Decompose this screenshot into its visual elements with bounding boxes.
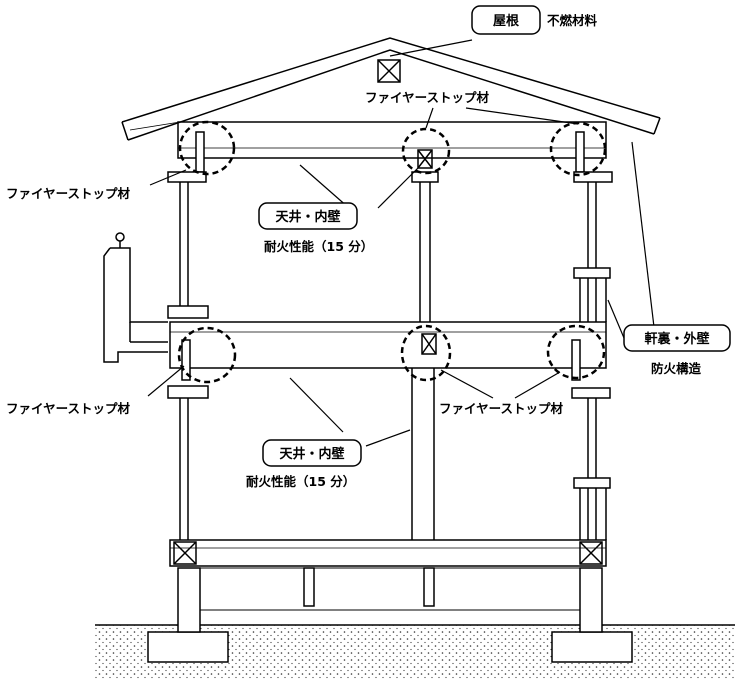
fireproof-structure-label: 防火構造	[651, 361, 702, 376]
fire-performance-label-lower: 耐火性能（15 分）	[246, 474, 355, 489]
eaves-wall-box: 軒裏・外壁	[623, 324, 731, 352]
roof-label-box: 屋根	[471, 5, 541, 35]
firestop-circle	[400, 324, 452, 382]
balcony	[103, 232, 168, 363]
fire-performance-label-upper: 耐火性能（15 分）	[264, 239, 373, 254]
firestop-label-top: ファイヤーストップ材	[365, 90, 490, 105]
upper-ceiling-frame	[167, 121, 613, 183]
ceiling-wall-label-upper: 天井・内壁	[275, 209, 340, 225]
firestop-label-upper-left: ファイヤーストップ材	[6, 186, 131, 201]
eaves-exterior-wall-label: 軒裏・外壁	[644, 331, 709, 347]
firestop-circle	[177, 326, 237, 384]
walls-and-columns	[179, 182, 611, 540]
ceiling-wall-label-lower: 天井・内壁	[279, 446, 344, 462]
ceiling-wall-box-lower: 天井・内壁	[262, 439, 362, 467]
roof	[121, 37, 661, 141]
ground-floor-beam	[169, 539, 607, 567]
firestop-label-lower-left: ファイヤーストップ材	[6, 401, 131, 416]
roof-label: 屋根	[493, 13, 520, 29]
firestop-circle	[401, 127, 451, 175]
roof-material-label: 不燃材料	[547, 13, 598, 28]
firestop-highlights	[177, 120, 607, 384]
firestop-circle	[546, 324, 606, 380]
middle-floor-frame	[167, 305, 611, 399]
firestop-circle	[178, 120, 236, 176]
firestop-circle	[549, 121, 607, 177]
ceiling-wall-box-upper: 天井・内壁	[258, 202, 358, 230]
foundation	[147, 567, 633, 663]
leader-lines	[147, 39, 655, 447]
firestop-label-lower-middle: ファイヤーストップ材	[439, 401, 564, 416]
